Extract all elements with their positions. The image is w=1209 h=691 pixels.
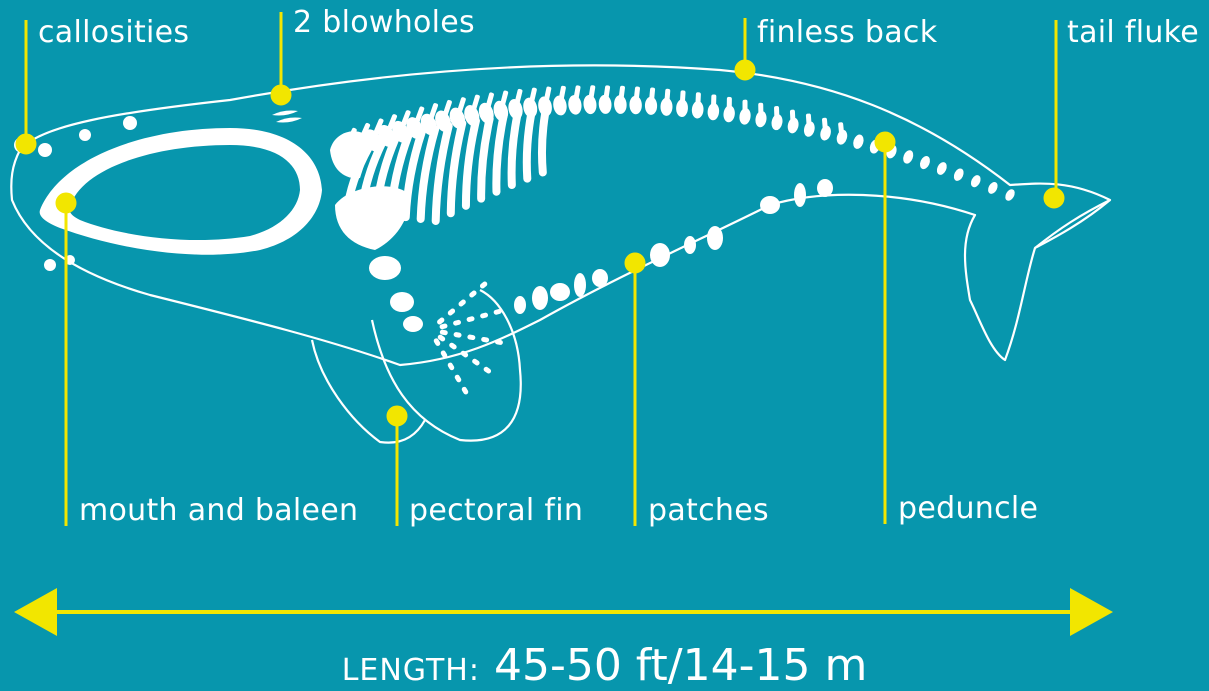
- label-mouth-baleen: mouth and baleen: [79, 496, 358, 526]
- label-patches: patches: [648, 496, 769, 526]
- arrow-right-icon: [1070, 588, 1113, 636]
- whale-outline: [11, 65, 1110, 442]
- patches-dot: [626, 254, 644, 272]
- label-pectoral-fin: pectoral fin: [409, 496, 583, 526]
- length-label: LENGTH:: [342, 653, 480, 688]
- label-blowholes: 2 blowholes: [293, 8, 475, 38]
- callouts: [17, 12, 1063, 526]
- arrow-left-icon: [14, 588, 57, 636]
- blowholes-dot: [272, 86, 290, 104]
- whale-belly-patches: [514, 179, 833, 314]
- callosities-dot: [17, 135, 35, 153]
- length-caption: LENGTH: 45-50 ft/14-15 m: [0, 640, 1209, 691]
- label-finless-back: finless back: [757, 18, 937, 48]
- label-tail-fluke: tail fluke: [1067, 18, 1199, 48]
- label-callosities: callosities: [38, 18, 189, 48]
- pectoral-fin-dot: [388, 407, 406, 425]
- tail-fluke-dot: [1045, 189, 1063, 207]
- length-value: 45-50 ft/14-15 m: [494, 640, 867, 691]
- finless-back-dot: [736, 61, 754, 79]
- length-arrow: [14, 588, 1113, 636]
- mouth-baleen-dot: [57, 194, 75, 212]
- peduncle-dot: [876, 133, 894, 151]
- label-peduncle: peduncle: [898, 494, 1038, 524]
